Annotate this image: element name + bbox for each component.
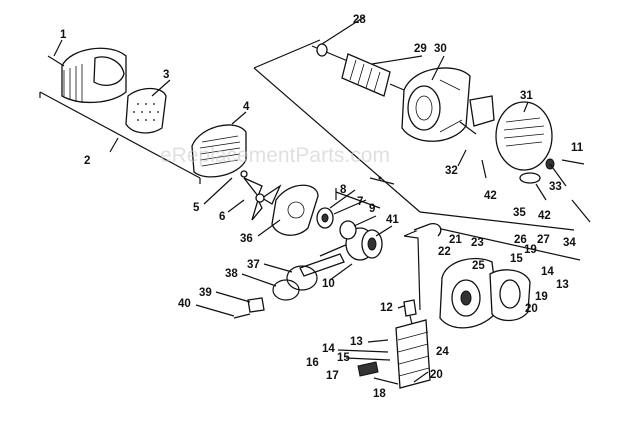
group-bracket-motor: [253, 39, 575, 231]
end-bell: [495, 101, 553, 184]
callout-10: 10: [322, 278, 335, 290]
callout-1: 1: [60, 29, 67, 41]
fitting-17: [357, 361, 379, 377]
filter-element: [125, 87, 167, 134]
callout-42b: 42: [538, 210, 551, 222]
check-valve: [413, 223, 442, 237]
cylinder-head: [395, 319, 431, 389]
lead-15: [345, 357, 391, 361]
callout-40: 40: [178, 298, 191, 310]
callout-11: 11: [571, 142, 584, 154]
crankcase: [439, 257, 531, 329]
callout-13a: 13: [350, 336, 363, 348]
capacitor: [545, 158, 567, 187]
screw-13: [367, 339, 389, 343]
callout-20a: 20: [430, 369, 443, 381]
callout-4: 4: [243, 101, 250, 113]
terminal-block: [459, 95, 495, 135]
lead-14: [337, 349, 389, 353]
callout-13b: 13: [556, 279, 569, 291]
bearing-7: [316, 207, 334, 229]
o-ring-38: [272, 279, 300, 301]
callout-33: 33: [549, 181, 562, 193]
callout-20b: 20: [525, 303, 538, 315]
callout-21: 21: [449, 234, 462, 246]
callout-26: 26: [514, 234, 527, 246]
rotor-shaft: [311, 43, 405, 97]
callout-8: 8: [340, 184, 347, 196]
callout-19: 19: [535, 291, 548, 303]
callout-34: 34: [563, 237, 576, 249]
callout-42a: 42: [484, 190, 497, 202]
washer: [240, 170, 248, 178]
bearing-9: [339, 220, 357, 240]
power-cord: [571, 199, 591, 223]
callout-39: 39: [199, 287, 212, 299]
callout-37: 37: [247, 259, 260, 271]
callout-22: 22: [438, 246, 451, 258]
callout-9: 9: [369, 203, 375, 215]
callout-23: 23: [471, 237, 484, 249]
callout-32: 32: [445, 165, 458, 177]
screw-40: [233, 313, 251, 319]
callout-36: 36: [240, 233, 253, 245]
callout-24: 24: [436, 346, 449, 358]
callout-25: 25: [472, 260, 485, 272]
callout-29: 29: [414, 43, 427, 55]
callout-labels: 1 2 3 4 5 6 7 8 9 10 11 12 13 13 14 14 1…: [60, 14, 584, 400]
callout-41: 41: [386, 214, 399, 226]
callout-14b: 14: [541, 266, 554, 278]
callout-12: 12: [380, 302, 393, 314]
callout-5: 5: [193, 202, 200, 214]
leader-lines: [53, 16, 529, 317]
callout-19b: 19: [524, 244, 537, 256]
bolt-42b: [535, 183, 547, 201]
callout-15b: 15: [510, 253, 523, 265]
crankcase-cover: [271, 184, 319, 236]
fan-shroud: [47, 47, 127, 104]
callout-18: 18: [373, 388, 386, 400]
callout-14a: 14: [322, 343, 335, 355]
callout-16: 16: [306, 357, 319, 369]
callout-2: 2: [84, 155, 90, 167]
callout-17: 17: [326, 370, 339, 382]
cooling-fan: [243, 177, 282, 221]
callout-3: 3: [163, 69, 169, 81]
callout-30: 30: [434, 43, 447, 55]
group-bracket-2: [39, 91, 201, 184]
motor-stator: [401, 67, 471, 142]
fitting-12: [403, 299, 417, 325]
callout-15a: 15: [337, 352, 350, 364]
cover-grille: [191, 124, 247, 178]
bolt-42: [481, 159, 487, 179]
callout-38: 38: [225, 268, 238, 280]
screw-11: [561, 159, 585, 165]
callout-27: 27: [537, 234, 550, 246]
valve-plate: [247, 297, 265, 313]
callout-31: 31: [520, 90, 533, 102]
callout-35: 35: [513, 207, 526, 219]
callout-6: 6: [219, 211, 225, 223]
o-ring-37: [286, 265, 318, 291]
